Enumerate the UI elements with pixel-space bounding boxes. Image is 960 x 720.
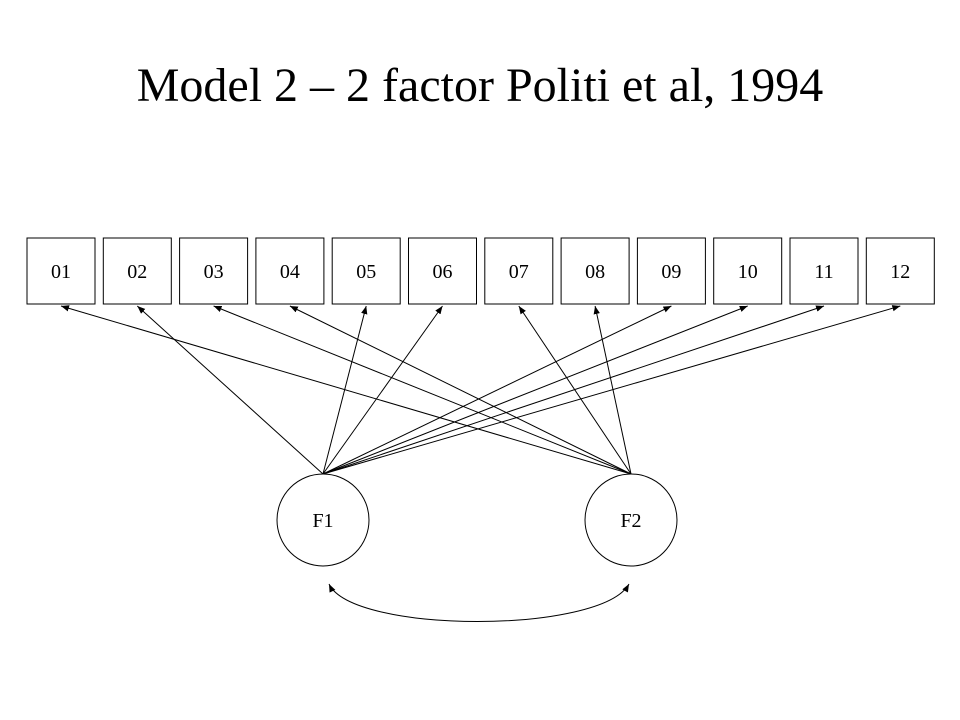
loading-arrows: [60, 305, 901, 475]
indicator-01: 01: [26, 237, 96, 305]
indicator-box: [713, 237, 783, 305]
indicator-box: [789, 237, 859, 305]
indicator-box: [408, 237, 477, 305]
indicator-09: 09: [636, 237, 706, 305]
indicator-label: 09: [661, 261, 681, 283]
indicator-boxes: 01 02 03 04 05 06 07 08 09 10 11 12: [26, 237, 935, 305]
indicator-box: [865, 237, 935, 305]
factor-circle: [584, 473, 678, 567]
indicator-02: 02: [102, 237, 172, 305]
indicator-label: 04: [280, 261, 300, 283]
loading-arrow-f1-06: [322, 305, 443, 475]
indicator-04: 04: [255, 237, 325, 305]
indicator-box: [484, 237, 554, 305]
indicator-label: 06: [433, 261, 453, 283]
indicator-10: 10: [713, 237, 783, 305]
factor-circle: [276, 473, 370, 567]
indicator-11: 11: [789, 237, 859, 305]
loading-arrow-f1-02: [136, 305, 324, 475]
indicator-box: [560, 237, 630, 305]
factor-correlation: [328, 583, 630, 622]
indicator-08: 08: [560, 237, 630, 305]
indicator-03: 03: [179, 237, 249, 305]
indicator-box: [331, 237, 401, 305]
indicator-label: 11: [814, 261, 833, 283]
indicator-05: 05: [331, 237, 401, 305]
correlation-arrow: [328, 583, 630, 622]
factor-label: F1: [312, 510, 333, 532]
loading-arrow-f1-11: [322, 305, 825, 475]
indicator-box: [636, 237, 706, 305]
loading-arrow-f2-01: [60, 305, 632, 475]
loading-arrow-f2-07: [518, 305, 632, 475]
latent-factors: F1 F2: [276, 473, 678, 567]
factor-f2: F2: [584, 473, 678, 567]
indicator-box: [26, 237, 96, 305]
loading-arrow-f1-10: [322, 305, 748, 475]
indicator-label: 12: [890, 261, 910, 283]
page-title: Model 2 – 2 factor Politi et al, 1994: [136, 59, 824, 112]
loading-arrow-f2-03: [213, 305, 632, 475]
loading-arrow-f1-12: [322, 305, 901, 475]
factor-label: F2: [620, 510, 641, 532]
indicator-06: 06: [408, 237, 477, 305]
indicator-label: 10: [738, 261, 758, 283]
indicator-label: 07: [509, 261, 529, 283]
indicator-box: [102, 237, 172, 305]
indicator-label: 05: [356, 261, 376, 283]
indicator-12: 12: [865, 237, 935, 305]
loading-arrow-f1-09: [322, 305, 672, 475]
indicator-07: 07: [484, 237, 554, 305]
indicator-label: 08: [585, 261, 605, 283]
loading-arrow-f2-08: [593, 305, 632, 475]
indicator-label: 01: [51, 261, 71, 283]
factor-f1: F1: [276, 473, 370, 567]
indicator-label: 03: [204, 261, 224, 283]
indicator-box: [179, 237, 249, 305]
indicator-label: 02: [127, 261, 147, 283]
loading-arrow-f2-04: [289, 305, 632, 475]
indicator-box: [255, 237, 325, 305]
